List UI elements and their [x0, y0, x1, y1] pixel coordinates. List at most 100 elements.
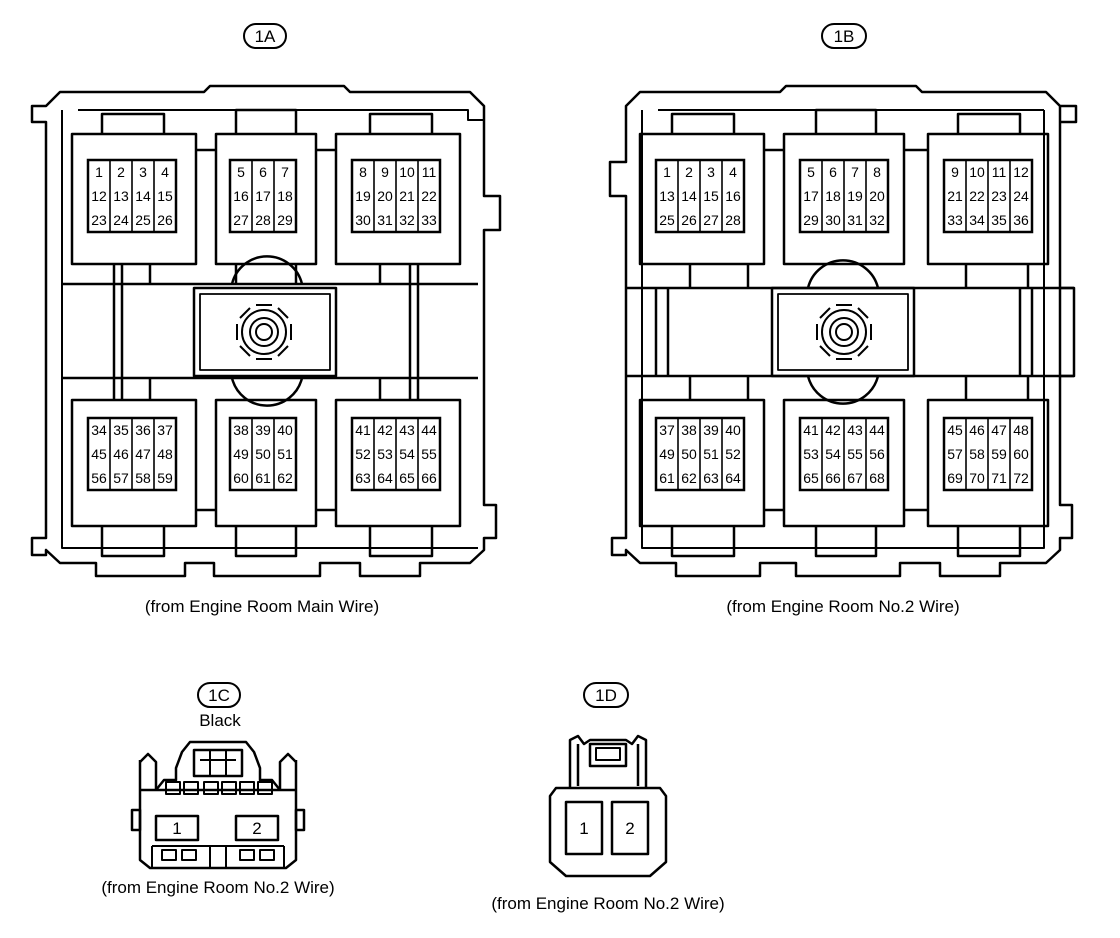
pin-number: 47: [991, 422, 1007, 438]
pin-number: 2: [117, 164, 125, 180]
pin-number: 20: [869, 188, 885, 204]
pin-number: 32: [869, 212, 885, 228]
pin-number: 23: [991, 188, 1007, 204]
pin-number: 39: [703, 422, 719, 438]
pin-number: 37: [659, 422, 675, 438]
pin-number: 5: [237, 164, 245, 180]
pin-number: 63: [703, 470, 719, 486]
pin-number: 15: [157, 188, 173, 204]
pin-number: 1: [95, 164, 103, 180]
pin-number: 7: [851, 164, 859, 180]
pin-number: 13: [113, 188, 129, 204]
pin-number: 3: [707, 164, 715, 180]
pin-number: 14: [681, 188, 697, 204]
pin-number: 61: [255, 470, 271, 486]
pin-number: 18: [825, 188, 841, 204]
pin-number: 57: [947, 446, 963, 462]
pin-number: 35: [113, 422, 129, 438]
pin-number: 38: [233, 422, 249, 438]
pin-number: 15: [703, 188, 719, 204]
pin-number: 35: [991, 212, 1007, 228]
pin-number: 8: [873, 164, 881, 180]
pin-number: 49: [659, 446, 675, 462]
connector-1d-badge: 1D: [595, 686, 617, 705]
pin-number: 64: [377, 470, 393, 486]
pin-number: 48: [157, 446, 173, 462]
connector-1d-housing: [548, 734, 668, 878]
connector-1c-caption: (from Engine Room No.2 Wire): [101, 878, 334, 897]
pin-number: 59: [157, 470, 173, 486]
pin-number: 53: [803, 446, 819, 462]
pin-number: 65: [803, 470, 819, 486]
connector-1d-caption: (from Engine Room No.2 Wire): [491, 894, 724, 913]
pin-number: 27: [703, 212, 719, 228]
connector-1a-caption: (from Engine Room Main Wire): [145, 597, 379, 616]
pin-number: 7: [281, 164, 289, 180]
pin-number: 10: [399, 164, 415, 180]
pin-number: 11: [992, 164, 1007, 180]
pin-number: 42: [377, 422, 393, 438]
pin-number: 43: [847, 422, 863, 438]
pin-number: 29: [277, 212, 293, 228]
pin-number: 29: [803, 212, 819, 228]
pin-number: 6: [259, 164, 267, 180]
pin-number: 64: [725, 470, 741, 486]
pin-number: 3: [139, 164, 147, 180]
pin-block-frame: [228, 416, 298, 492]
pin-number: 20: [377, 188, 393, 204]
pin-number: 41: [355, 422, 371, 438]
pin-number: 28: [725, 212, 741, 228]
pin-number: 4: [161, 164, 169, 180]
pin-number: 51: [703, 446, 719, 462]
pin-number: 47: [135, 446, 151, 462]
connector-1c-badge-frame: [197, 682, 241, 708]
pin-number: 25: [135, 212, 151, 228]
pin-number: 12: [91, 188, 107, 204]
pin-number: 60: [1013, 446, 1029, 462]
pin-number: 12: [1013, 164, 1029, 180]
connector-1c-housing: [130, 740, 306, 870]
pin-number: 55: [421, 446, 437, 462]
pin-number: 52: [355, 446, 371, 462]
pin-number: 44: [869, 422, 885, 438]
pin-number: 27: [233, 212, 249, 228]
pin-block-frame: [228, 158, 298, 234]
pin-number: 45: [947, 422, 963, 438]
connector-1c-badge: 1C: [208, 686, 230, 705]
pin-number: 42: [825, 422, 841, 438]
pin-number: 57: [113, 470, 129, 486]
pin-number: 33: [421, 212, 437, 228]
pin-number: 24: [113, 212, 129, 228]
pin-number: 50: [681, 446, 697, 462]
pin-number: 34: [91, 422, 107, 438]
pin-number: 30: [825, 212, 841, 228]
connector-1d-pin-1: 1: [579, 819, 588, 838]
pin-number: 70: [969, 470, 985, 486]
pin-number: 39: [255, 422, 271, 438]
pin-number: 40: [277, 422, 293, 438]
pin-number: 24: [1013, 188, 1029, 204]
pin-number: 69: [947, 470, 963, 486]
connector-1c-pin-1: 1: [172, 819, 181, 838]
pin-number: 26: [681, 212, 697, 228]
connector-1b-housing: [608, 84, 1078, 578]
connector-1c-pin-2: 2: [252, 819, 261, 838]
pin-number: 56: [91, 470, 107, 486]
pin-number: 60: [233, 470, 249, 486]
pin-number: 51: [277, 446, 293, 462]
pin-number: 71: [991, 470, 1007, 486]
pin-number: 18: [277, 188, 293, 204]
connector-1d-badge-frame: [583, 682, 629, 708]
pin-number: 36: [1013, 212, 1029, 228]
pin-number: 22: [421, 188, 437, 204]
pin-number: 4: [729, 164, 737, 180]
